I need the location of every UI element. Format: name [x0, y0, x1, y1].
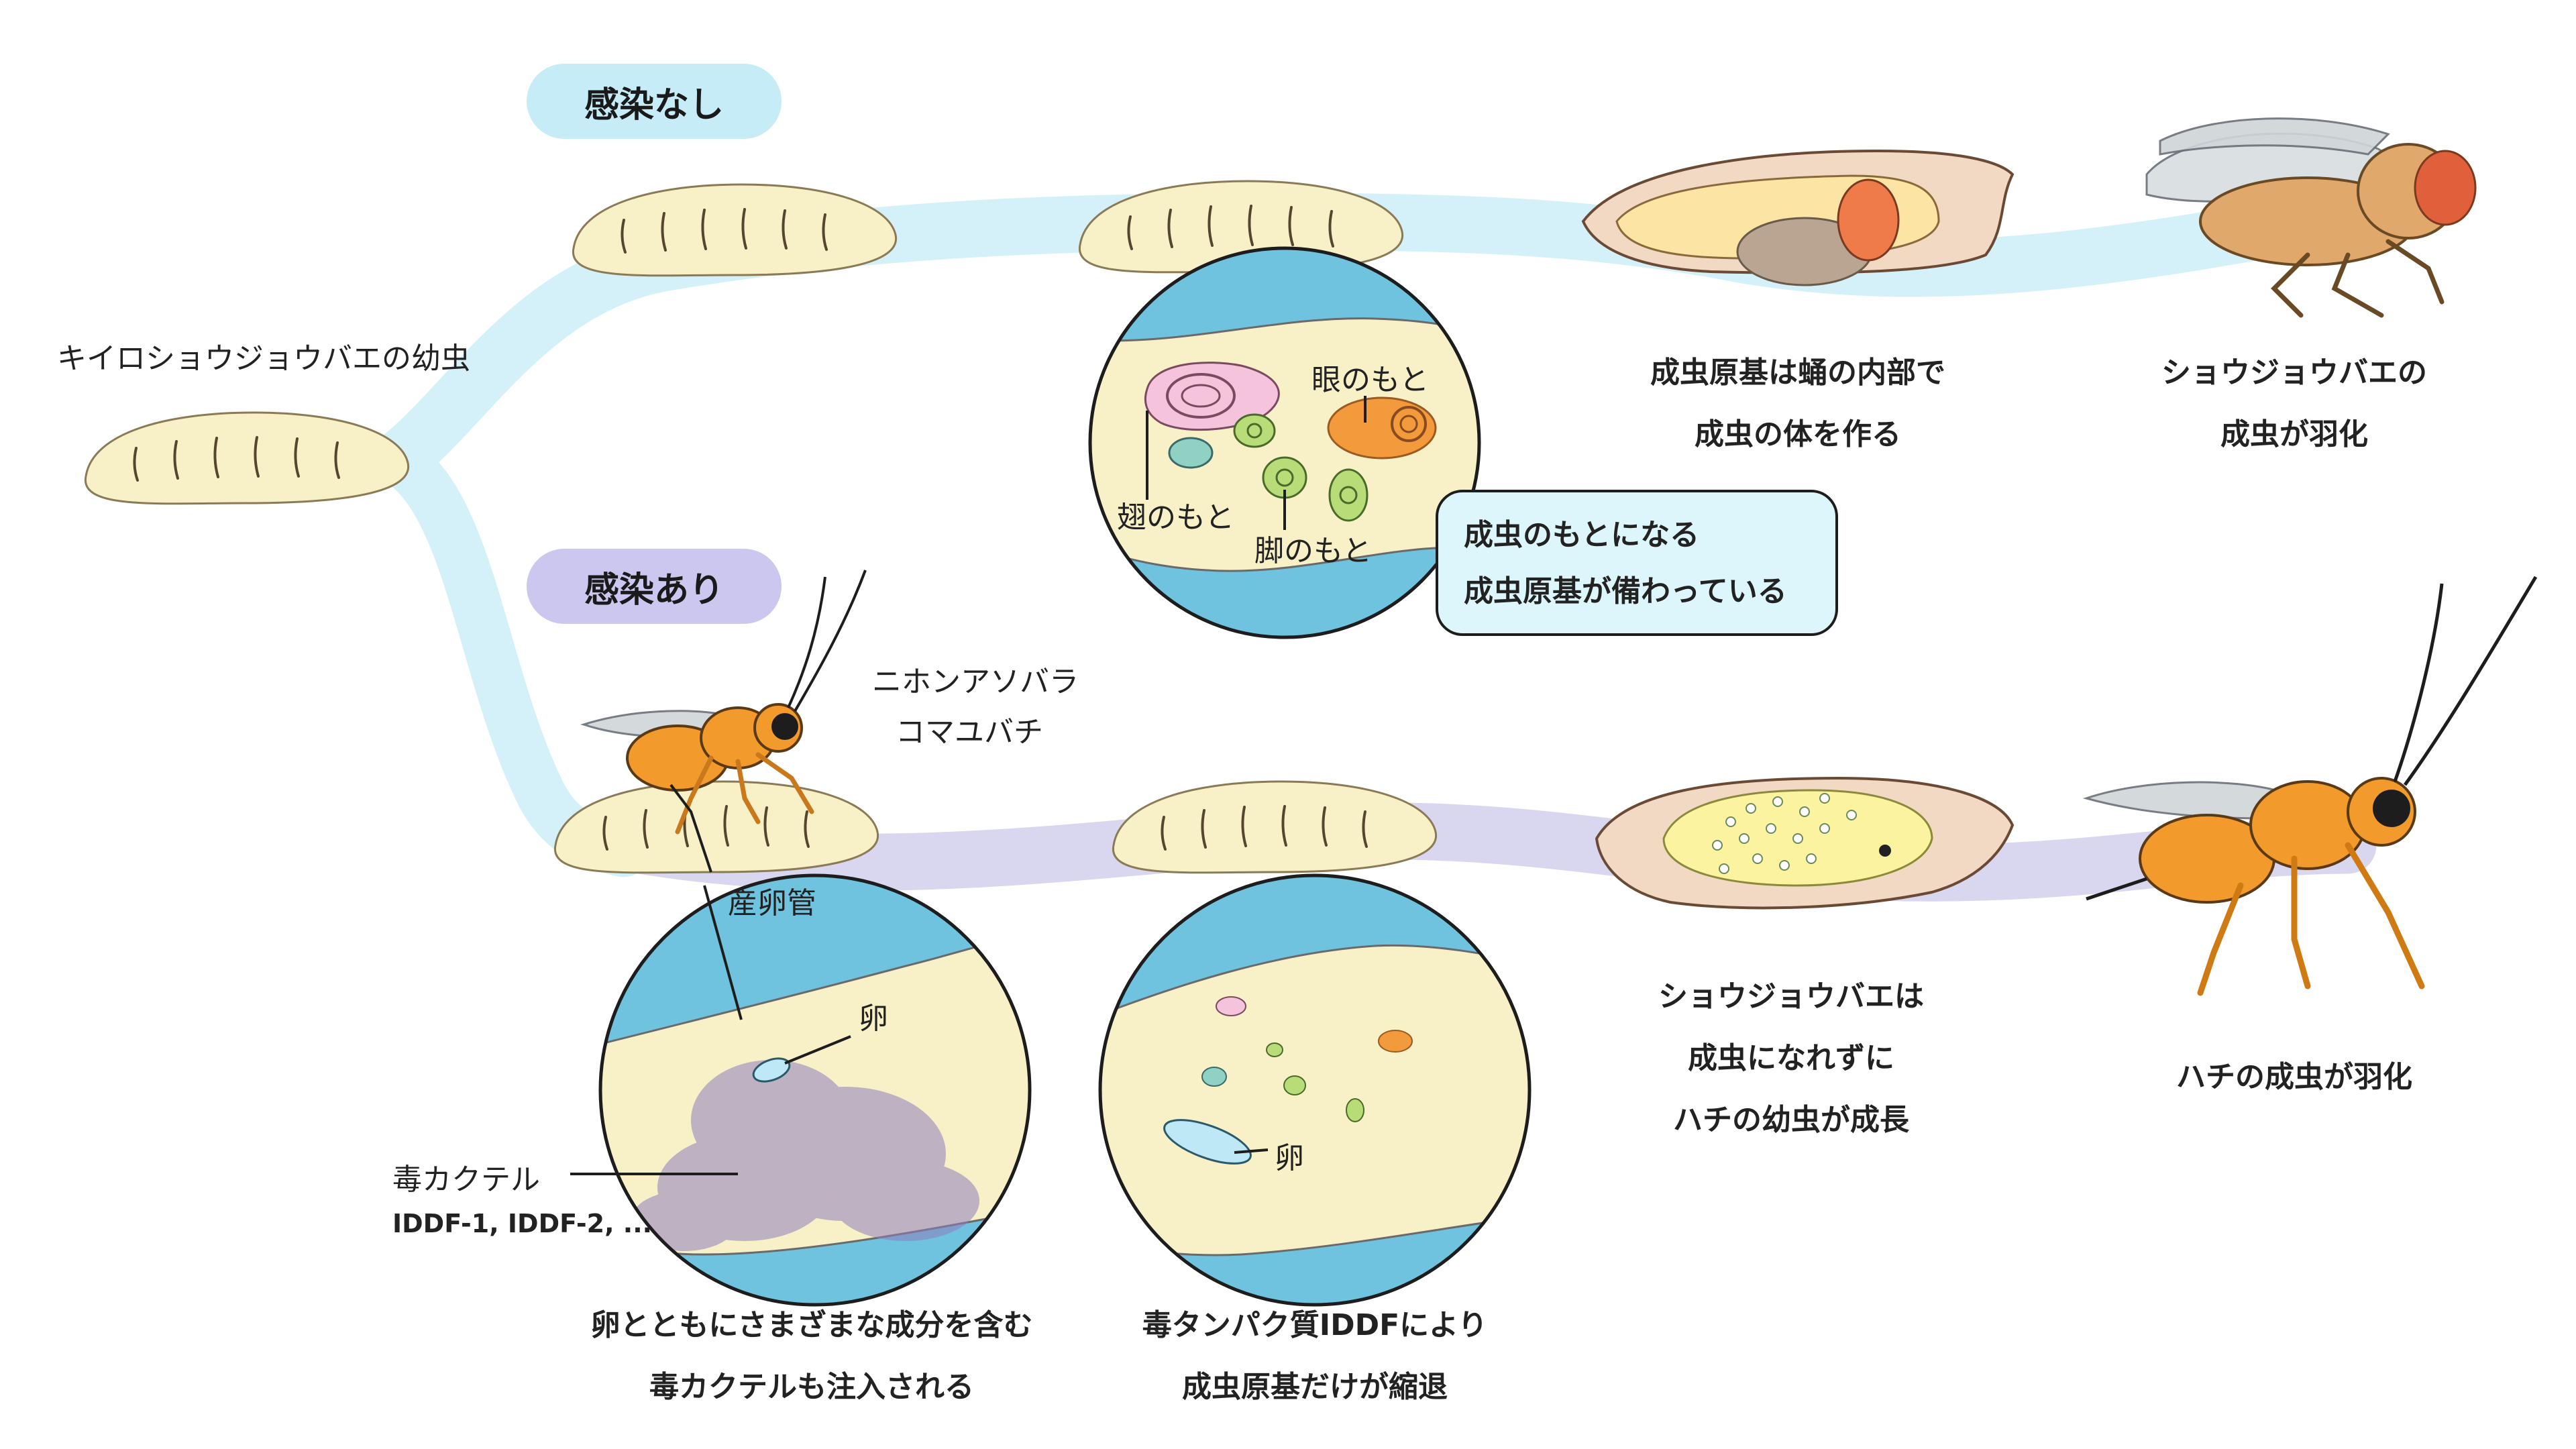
- caption-line: 成虫原基だけが縮退: [1114, 1356, 1516, 1418]
- caption-injection: 卵とともにさまざまな成分を含む 毒カクテルも注入される: [537, 1295, 1087, 1418]
- wasp-name-line2: コマユバチ: [896, 708, 1043, 751]
- caption-line: ショウジョウバエの: [2133, 342, 2455, 404]
- caption-pupa-bottom: ショウジョウバエは 成虫になれずに ハチの幼虫が成長: [1617, 966, 1966, 1151]
- branch-path: [402, 463, 624, 852]
- caption-wasp-adult: ハチの成虫が羽化: [2133, 1046, 2455, 1108]
- bubble-line-1: 成虫のもとになる: [1464, 507, 1810, 564]
- leg-disc-label: 脚のもと: [1254, 527, 1372, 570]
- caption-line: 成虫になれずに: [1617, 1028, 1966, 1089]
- caption-line: ショウジョウバエは: [1617, 966, 1966, 1028]
- zoom-circle-icon: [590, 875, 1046, 1305]
- eye-disc-label: 眼のもと: [1311, 356, 1429, 398]
- egg-label-2: 卵: [1275, 1134, 1304, 1177]
- zoom-circle-icon: [1073, 248, 1496, 637]
- larva-icon: [85, 413, 408, 504]
- wasp-name-line1: ニホンアソバラ: [872, 657, 1079, 700]
- wing-disc-label: 翅のもと: [1117, 493, 1234, 536]
- caption-pupa-top: 成虫原基は蛹の内部で 成虫の体を作る: [1597, 342, 1999, 466]
- eye-disc: [1328, 398, 1436, 458]
- egg-label: 卵: [859, 994, 888, 1037]
- wasp-icon: [2086, 577, 2536, 993]
- caption-line: ハチの幼虫が成長: [1617, 1089, 1966, 1151]
- iddf-label: IDDF-1, IDDF-2, ...: [392, 1209, 652, 1238]
- infected-pill: 感染あり: [527, 549, 782, 624]
- caption-line: 成虫原基は蛹の内部で: [1597, 342, 1999, 404]
- uninfected-pill: 感染なし: [527, 64, 782, 139]
- imaginal-disc-bubble: 成虫のもとになる 成虫原基が備わっている: [1436, 490, 1838, 636]
- larva-icon: [555, 782, 877, 873]
- larva-icon: [1113, 782, 1436, 873]
- venom-label: 毒カクテル: [392, 1155, 540, 1198]
- larva-label: キイロショウジョウバエの幼虫: [57, 334, 470, 377]
- caption-line: 毒タンパク質IDDFにより: [1114, 1295, 1516, 1356]
- caption-line: ハチの成虫が羽化: [2133, 1046, 2455, 1108]
- caption-line: 成虫が羽化: [2133, 404, 2455, 466]
- caption-shrink: 毒タンパク質IDDFにより 成虫原基だけが縮退: [1114, 1295, 1516, 1418]
- caption-line: 成虫の体を作る: [1597, 404, 1999, 466]
- bubble-line-2: 成虫原基が備わっている: [1464, 564, 1810, 620]
- caption-line: 卵とともにさまざまな成分を含む: [537, 1295, 1087, 1356]
- caption-fly-adult: ショウジョウバエの 成虫が羽化: [2133, 342, 2455, 466]
- zoom-circle-icon: [1087, 875, 1543, 1305]
- ovipositor-label: 産卵管: [728, 879, 816, 922]
- caption-line: 毒カクテルも注入される: [537, 1356, 1087, 1418]
- larva-icon: [573, 184, 896, 276]
